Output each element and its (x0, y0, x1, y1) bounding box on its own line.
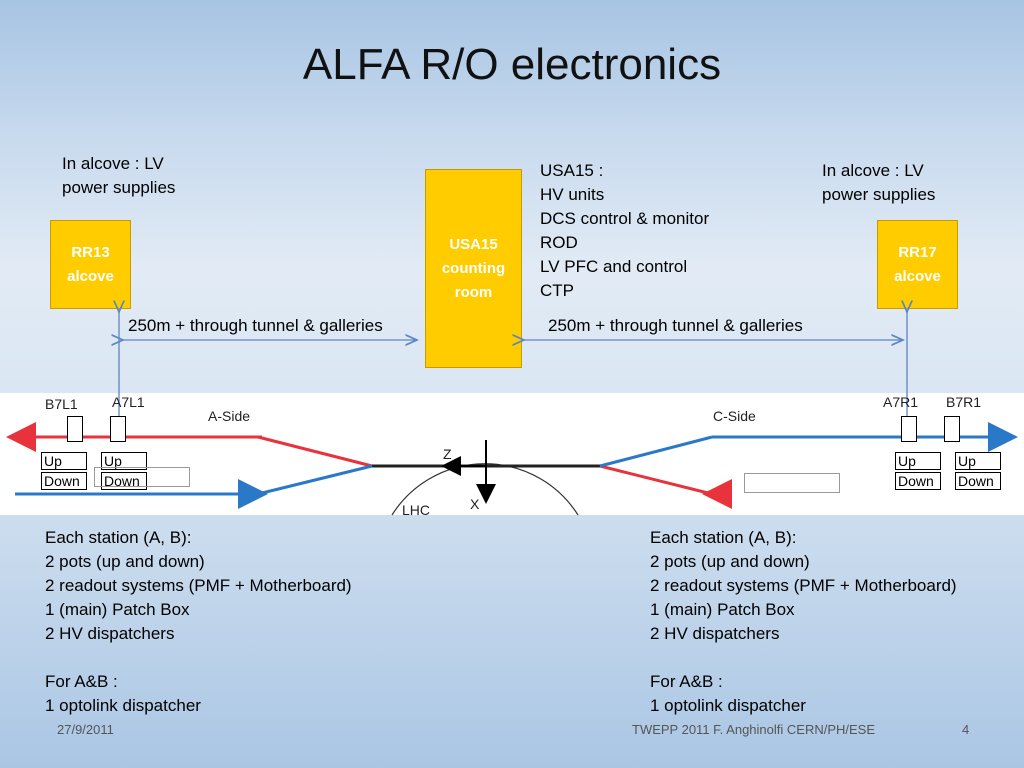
right-link-label: 250m + through tunnel & galleries (548, 316, 803, 335)
empty-box-right (744, 473, 840, 493)
station-label-b7l1: B7L1 (45, 396, 78, 412)
left-station-line: 2 HV dispatchers (45, 624, 175, 643)
usa15-note-line: HV units (540, 185, 605, 204)
usa15-box-line: USA15 (449, 235, 498, 253)
pot-glyph-a7r1 (901, 416, 917, 442)
pot-up-b7l1: Up (41, 452, 87, 470)
left-station-line (45, 646, 352, 670)
usa15-note-line: USA15 : (540, 161, 604, 180)
rr17-alcove-box: RR17 alcove (877, 220, 958, 309)
footer-credit: TWEPP 2011 F. Anghinolfi CERN/PH/ESE (632, 722, 876, 737)
pot-up-a7l1: Up (101, 452, 147, 470)
pot-up-b7r1: Up (955, 452, 1001, 470)
pot-glyph-a7l1 (110, 416, 126, 442)
station-label-b7r1: B7R1 (946, 394, 982, 410)
side-label-a: A-Side (208, 408, 251, 424)
left-station-line: 1 (main) Patch Box (45, 600, 190, 619)
right-alcove-note-line: In alcove : LV (822, 161, 924, 180)
rr17-box-line: alcove (894, 267, 941, 285)
left-station-line: 1 optolink dispatcher (45, 696, 201, 715)
usa15-note-line: CTP (540, 281, 574, 300)
left-station-text: Each station (A, B): 2 pots (up and down… (45, 526, 352, 718)
left-link-label: 250m + through tunnel & galleries (128, 316, 383, 335)
rr17-box-line: RR17 (898, 243, 937, 261)
right-station-line: 1 (main) Patch Box (650, 600, 795, 619)
right-station-line: Each station (A, B): (650, 528, 797, 547)
blue-beam-cross-left (257, 464, 373, 496)
left-alcove-note-line: power supplies (62, 178, 176, 197)
usa15-note-line: ROD (540, 233, 578, 252)
side-label-c: C-Side (713, 408, 756, 424)
right-station-line: 1 optolink dispatcher (650, 696, 806, 715)
pot-glyph-b7l1 (67, 416, 83, 442)
pot-down-b7l1: Down (41, 472, 87, 490)
pot-down-a7l1: Down (101, 472, 147, 490)
left-station-line: For A&B : (45, 672, 118, 691)
pot-up-a7r1: Up (895, 452, 941, 470)
axis-label-z: Z (443, 446, 452, 462)
right-station-line (650, 646, 957, 670)
footer-page-number: 4 (962, 722, 970, 737)
axis-label-lhc: LHC (402, 502, 431, 518)
blue-beam-cross-right (599, 435, 713, 468)
left-alcove-note-line: In alcove : LV (62, 154, 164, 173)
usa15-note-line: LV PFC and control (540, 257, 688, 276)
rr13-box-line: alcove (67, 267, 114, 285)
rr13-alcove-box: RR13 alcove (50, 220, 131, 309)
station-label-a7l1: A7L1 (112, 394, 145, 410)
usa15-counting-room-box: USA15 counting room (425, 169, 522, 368)
left-station-line: 2 pots (up and down) (45, 552, 205, 571)
pot-down-a7r1: Down (895, 472, 941, 490)
left-station-line: Each station (A, B): (45, 528, 192, 547)
right-alcove-note-line: power supplies (822, 185, 936, 204)
left-alcove-note: In alcove : LV power supplies (62, 152, 175, 200)
usa15-box-line: room (454, 283, 493, 301)
station-label-a7r1: A7R1 (883, 394, 919, 410)
rr13-box-line: RR13 (71, 243, 110, 261)
red-beam-cross-left (257, 435, 373, 468)
right-station-line: 2 readout systems (PMF + Motherboard) (650, 576, 957, 595)
right-alcove-note: In alcove : LV power supplies (822, 159, 935, 207)
right-station-line: For A&B : (650, 672, 723, 691)
left-station-line: 2 readout systems (PMF + Motherboard) (45, 576, 352, 595)
usa15-box-line: counting (441, 259, 506, 277)
right-station-line: 2 pots (up and down) (650, 552, 810, 571)
pot-glyph-b7r1 (944, 416, 960, 442)
right-station-line: 2 HV dispatchers (650, 624, 780, 643)
usa15-note: USA15 : HV units DCS control & monitor R… (540, 159, 709, 303)
usa15-note-line: DCS control & monitor (540, 209, 710, 228)
empty-box-left (94, 467, 190, 487)
right-station-text: Each station (A, B): 2 pots (up and down… (650, 526, 957, 718)
pot-down-b7r1: Down (955, 472, 1001, 490)
axis-label-x: X (470, 496, 480, 512)
footer-date: 27/9/2011 (57, 722, 114, 737)
page-title: ALFA R/O electronics (302, 40, 722, 89)
red-beam-cross-right (599, 464, 713, 496)
